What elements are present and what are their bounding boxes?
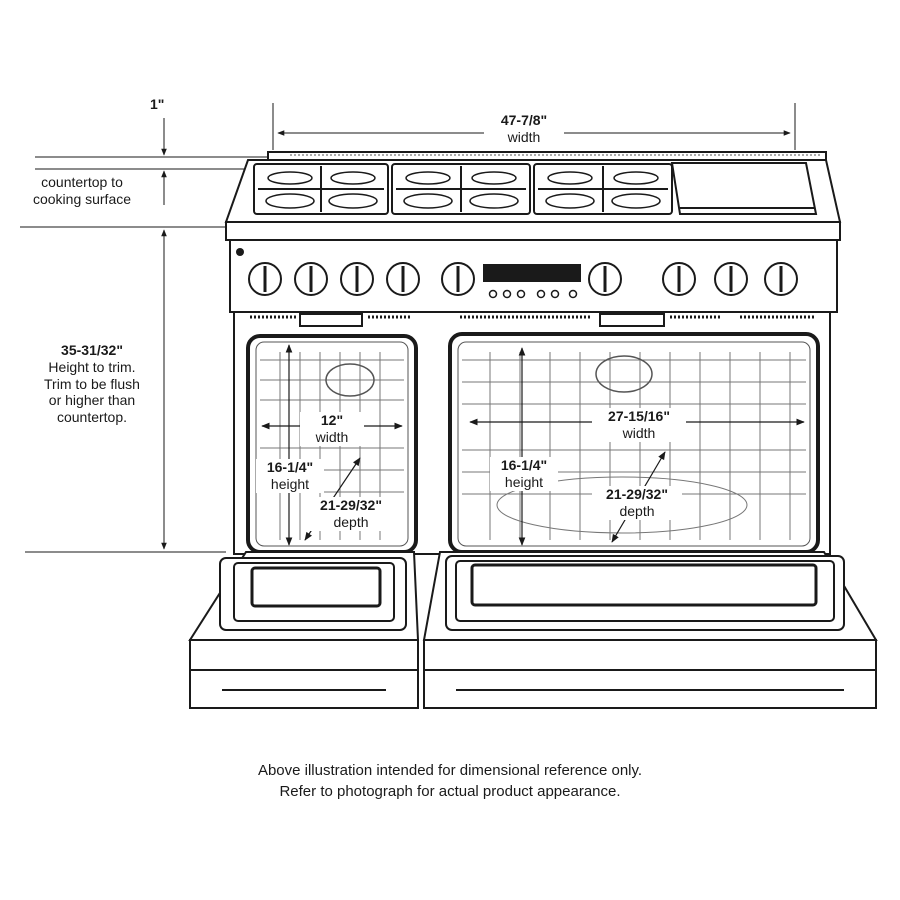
large-oven-depth-value: 21-29/32" [606,486,668,502]
large-oven-height-text: height [504,473,544,490]
disclaimer-caption: Above illustration intended for dimensio… [0,760,900,802]
small-oven-depth-label: 21-29/32" depth [308,497,394,531]
grate-right [533,163,673,215]
large-oven-width-text: width [622,424,656,441]
control-buttons [488,289,578,299]
large-oven-depth-label: 21-29/32" depth [592,486,682,520]
small-oven-height-text: height [270,475,310,492]
top-clearance-label: 1" [150,96,165,112]
height-note-4: countertop. [56,409,128,426]
display-panel [483,264,581,282]
caption-line-2: Refer to photograph for actual product a… [279,783,621,800]
small-oven-depth-value: 21-29/32" [320,497,382,513]
countertop-line-1: countertop to [41,174,123,190]
base-panel [189,639,877,709]
large-oven-height-value: 16-1/4" [500,457,548,473]
small-oven-depth-text: depth [333,513,369,530]
front-rail [225,221,841,241]
countertop-label: countertop to cooking surface [22,174,142,208]
overall-width-value: 47-7/8" [500,112,548,128]
grate-center [391,163,531,215]
grate-left [253,163,389,215]
large-oven-width-label: 27-15/16" width [592,408,686,442]
height-note-3: or higher than [48,392,136,409]
griddle [670,162,818,215]
height-note-2: Trim to be flush [44,375,140,392]
brand-logo [236,248,244,256]
small-oven-door [188,551,420,641]
back-trim [267,151,827,161]
small-oven-width-text: width [315,428,349,445]
latch-handles [299,313,665,327]
countertop-line-2: cooking surface [32,190,132,207]
small-oven-height-label: 16-1/4" height [256,459,324,493]
overall-width-label: 47-7/8" width [484,112,564,146]
small-oven-width-label: 12" width [300,412,364,446]
caption-line-1: Above illustration intended for dimensio… [257,762,643,779]
knob-indicators [263,266,783,292]
large-oven-width-value: 27-15/16" [608,408,670,424]
small-oven-width-value: 12" [320,412,344,428]
burners [265,171,661,209]
large-oven-depth-text: depth [619,502,655,519]
overall-width-text: width [507,128,541,145]
height-to-trim-value: 35-31/32" [61,342,123,358]
large-oven-height-label: 16-1/4" height [490,457,558,491]
small-oven-height-value: 16-1/4" [266,459,314,475]
height-note-1: Height to trim. [48,358,136,375]
height-to-trim-label: 35-31/32" Height to trim. Trim to be flu… [28,342,156,426]
burner-grates [253,163,673,215]
large-oven-door [422,551,878,641]
